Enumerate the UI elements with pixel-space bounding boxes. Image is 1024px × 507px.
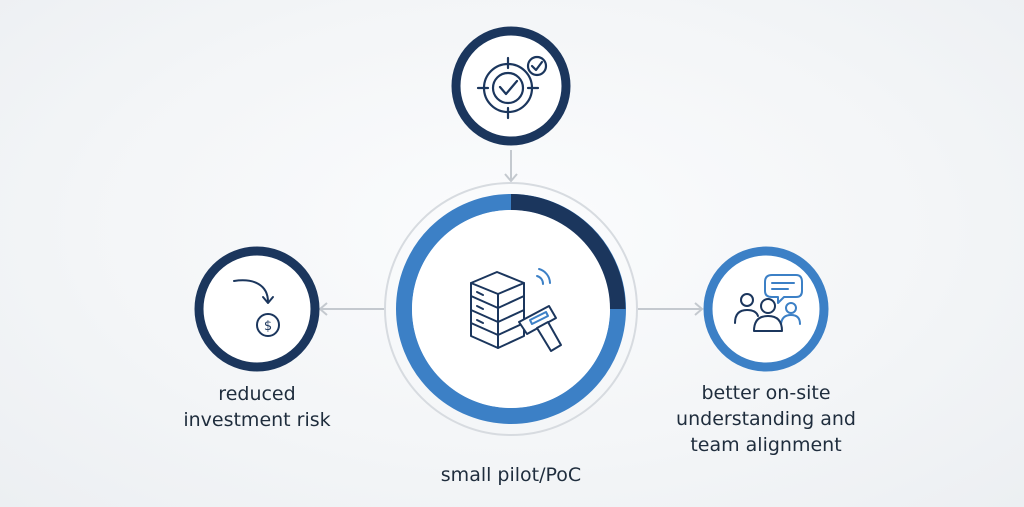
right-label: better on-site understanding and team al… <box>666 380 866 458</box>
left-label-line-2: investment risk <box>183 409 331 431</box>
right-label-line-1: better on-site <box>701 382 831 404</box>
arrow-center-to-right <box>637 302 704 316</box>
right-label-line-2: understanding and <box>676 408 856 430</box>
left-label-line-1: reduced <box>218 383 296 405</box>
center-node <box>384 182 638 436</box>
arrow-to-dollar-coin-icon: $ <box>233 279 280 337</box>
svg-text:$: $ <box>264 319 272 334</box>
team-discussion-icon <box>734 274 803 332</box>
right-node <box>703 246 829 372</box>
center-label: small pilot/PoC <box>411 462 611 488</box>
arrow-center-to-left <box>318 302 385 316</box>
right-label-line-3: team alignment <box>690 434 842 456</box>
top-node <box>451 26 571 146</box>
center-label-text: small pilot/PoC <box>440 464 582 486</box>
target-with-checkmark-icon <box>476 55 548 120</box>
left-node: $ <box>194 246 320 372</box>
server-with-handheld-scanner-icon <box>470 268 562 352</box>
arrow-top-to-center <box>504 150 518 183</box>
left-label: reduced investment risk <box>157 381 357 433</box>
